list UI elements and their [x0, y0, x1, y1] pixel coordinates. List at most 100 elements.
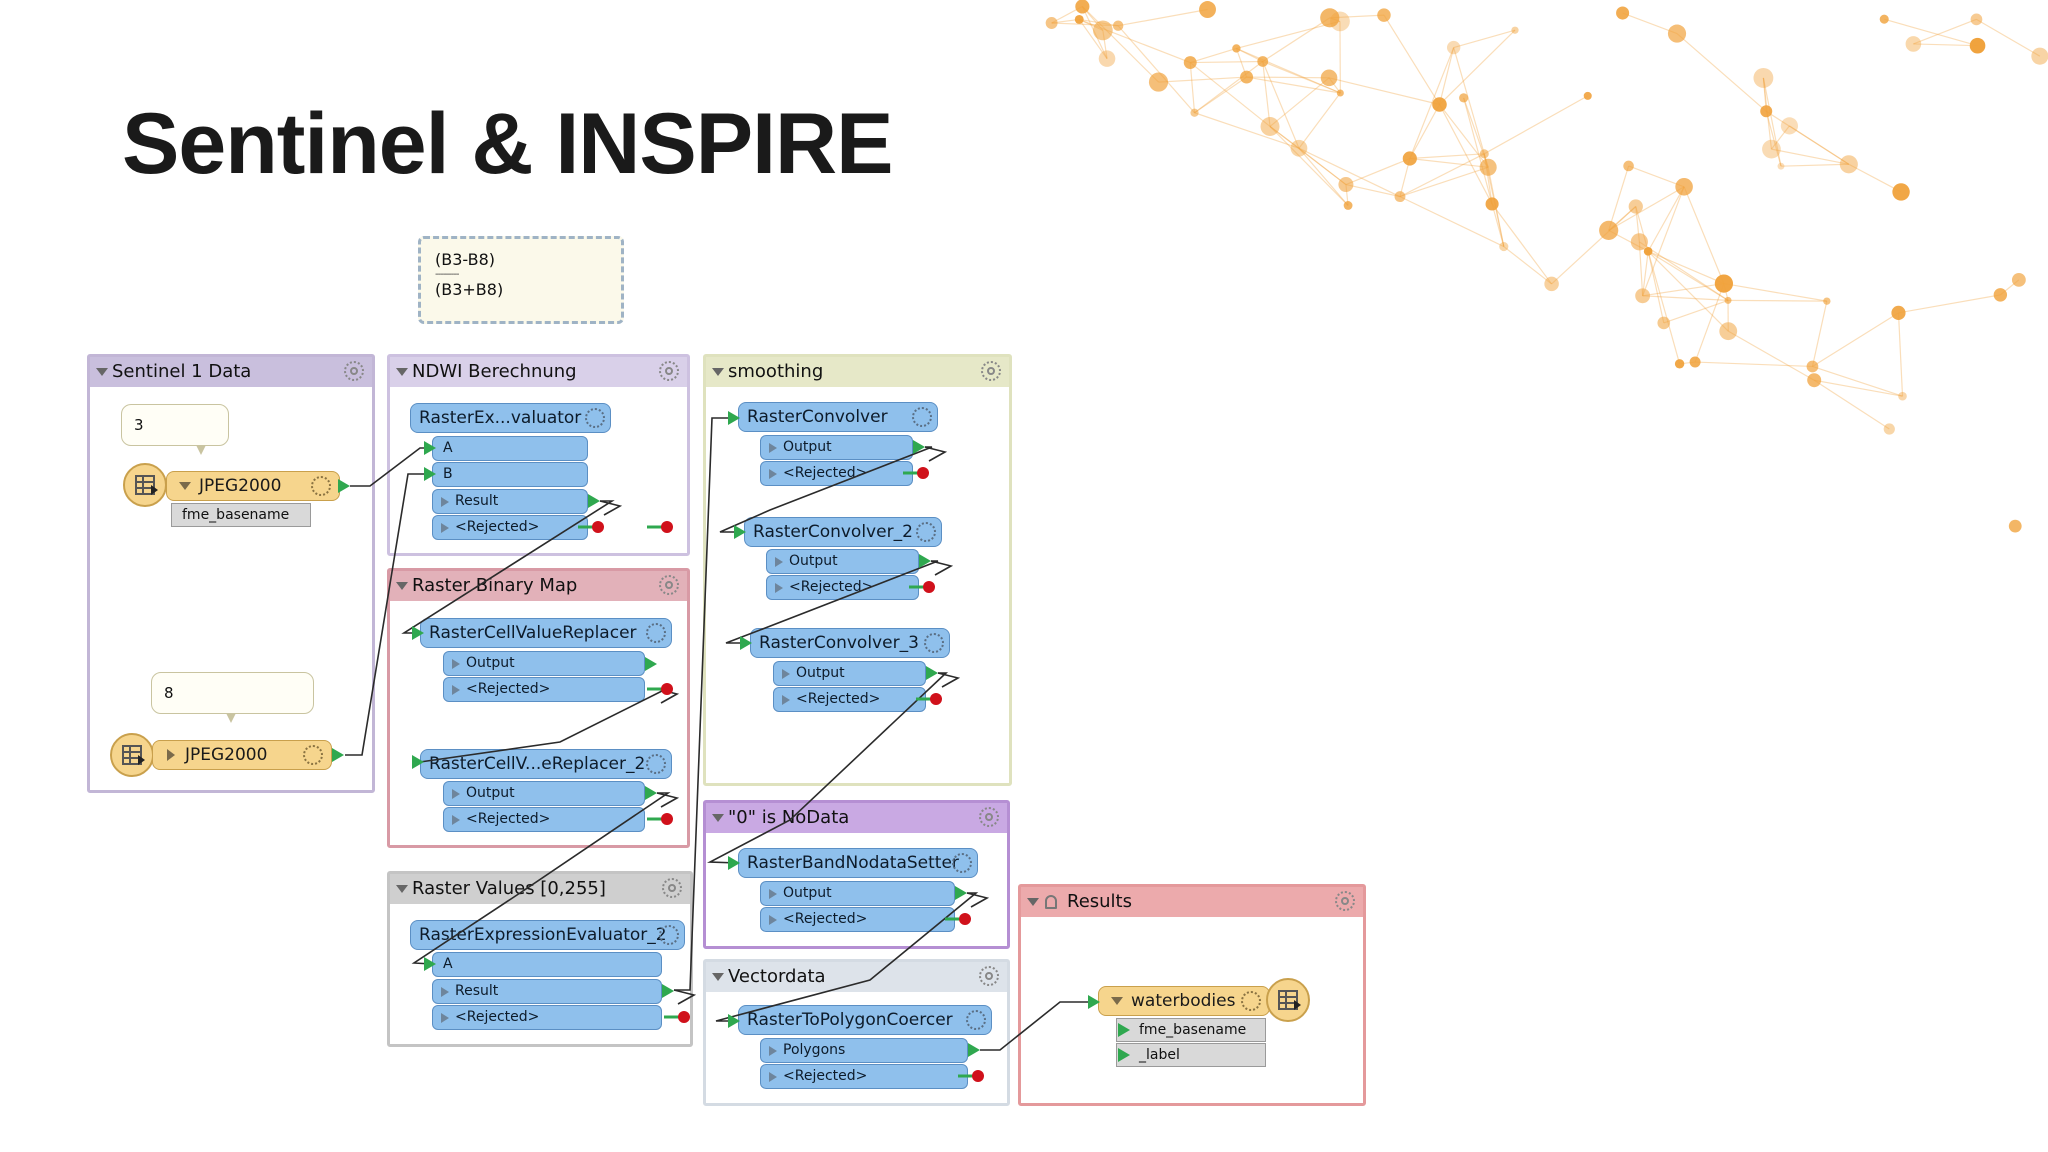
- network-link: [1246, 76, 1341, 94]
- gear-icon[interactable]: [916, 522, 936, 542]
- output-port-rejected[interactable]: <Rejected>: [443, 807, 645, 832]
- output-port-output[interactable]: Output: [443, 781, 645, 806]
- gear-icon[interactable]: [979, 966, 999, 986]
- gear-icon[interactable]: [659, 925, 679, 945]
- transformer-rastertopolygoncoercer[interactable]: RasterToPolygonCoercer: [738, 1005, 992, 1035]
- transformer-rastercellvaluereplacer-2[interactable]: RasterCellV...eReplacer_2: [420, 749, 672, 779]
- output-port-polygons[interactable]: Polygons: [760, 1038, 968, 1063]
- output-port-output[interactable]: Output: [760, 435, 913, 460]
- transformer-rasterconvolver-3[interactable]: RasterConvolver_3: [750, 628, 950, 658]
- port-label: <Rejected>: [783, 1068, 868, 1084]
- output-port-rejected[interactable]: <Rejected>: [760, 907, 955, 932]
- network-node: [1667, 24, 1687, 43]
- attribute-fme-basename[interactable]: fme_basename: [171, 503, 311, 527]
- network-node: [1183, 56, 1197, 70]
- output-port-rejected[interactable]: <Rejected>: [432, 1005, 662, 1030]
- output-port-output[interactable]: Output: [760, 881, 955, 906]
- input-port-a[interactable]: A: [432, 952, 662, 977]
- network-link: [1463, 97, 1493, 205]
- reader-jpeg2000[interactable]: JPEG2000: [166, 471, 340, 501]
- gear-icon[interactable]: [659, 361, 679, 381]
- transformer-label: RasterConvolver_2: [753, 522, 913, 542]
- input-port-b[interactable]: B: [432, 462, 588, 487]
- writer-waterbodies[interactable]: waterbodies: [1098, 986, 1270, 1016]
- gear-icon[interactable]: [952, 853, 972, 873]
- gear-icon[interactable]: [311, 476, 331, 496]
- collapse-triangle-icon[interactable]: [712, 368, 724, 376]
- network-link: [1269, 77, 1330, 127]
- gear-icon[interactable]: [303, 745, 323, 765]
- bookmark-header[interactable]: smoothing: [706, 357, 1009, 387]
- network-link: [1898, 294, 2001, 314]
- transformer-label: RasterCellV...eReplacer_2: [429, 754, 646, 774]
- collapse-triangle-icon[interactable]: [712, 973, 724, 981]
- attribute-label: _label: [1139, 1047, 1180, 1063]
- attribute-fme-basename[interactable]: fme_basename: [1116, 1018, 1266, 1042]
- transformer-rasterconvolver[interactable]: RasterConvolver: [738, 402, 938, 432]
- bookmark-header[interactable]: Sentinel 1 Data: [90, 357, 372, 387]
- gear-icon[interactable]: [966, 1010, 986, 1030]
- network-link: [1642, 295, 1729, 302]
- gear-icon[interactable]: [646, 754, 666, 774]
- transformer-rasterexpressionevaluator[interactable]: RasterEx...valuator: [410, 403, 611, 433]
- transformer-rasterbandnodatasetter[interactable]: RasterBandNodataSetter: [738, 848, 978, 878]
- output-port-output[interactable]: Output: [773, 661, 926, 686]
- output-port-rejected[interactable]: <Rejected>: [760, 461, 913, 486]
- gear-icon[interactable]: [1335, 891, 1355, 911]
- collapse-triangle-icon[interactable]: [712, 814, 724, 822]
- gear-icon[interactable]: [344, 361, 364, 381]
- collapse-triangle-icon[interactable]: [396, 885, 408, 893]
- collapse-triangle-icon[interactable]: [396, 368, 408, 376]
- port-label: Result: [455, 493, 499, 509]
- output-port-rejected[interactable]: <Rejected>: [432, 515, 588, 540]
- output-port-rejected[interactable]: <Rejected>: [766, 575, 919, 600]
- bookmark-header[interactable]: Raster Values [0,255]: [390, 874, 690, 904]
- gear-icon[interactable]: [924, 633, 944, 653]
- network-link: [1765, 110, 1850, 165]
- expand-triangle-icon[interactable]: [167, 749, 175, 761]
- gear-icon[interactable]: [979, 807, 999, 827]
- bookmark-results[interactable]: Results: [1018, 884, 1366, 1106]
- writer-table-icon[interactable]: [1266, 978, 1310, 1022]
- transformer-rastercellvaluereplacer[interactable]: RasterCellValueReplacer: [420, 618, 672, 648]
- gear-icon[interactable]: [585, 408, 605, 428]
- gear-icon[interactable]: [1241, 991, 1261, 1011]
- bookmark-header[interactable]: Raster Binary Map: [390, 571, 687, 601]
- bookmark-raster-binary-map[interactable]: Raster Binary Map: [387, 568, 690, 848]
- output-port-rejected[interactable]: <Rejected>: [773, 687, 926, 712]
- output-port-rejected[interactable]: <Rejected>: [760, 1064, 968, 1089]
- network-link: [1409, 157, 1489, 168]
- network-link: [1491, 203, 1553, 285]
- network-link: [1551, 206, 1637, 285]
- bookmark-header[interactable]: "0" is NoData: [706, 803, 1007, 833]
- input-port-a[interactable]: A: [432, 436, 588, 461]
- reader-table-icon[interactable]: [110, 733, 154, 777]
- port-triangle-icon: [441, 987, 449, 997]
- output-port-output[interactable]: Output: [443, 651, 645, 676]
- collapse-triangle-icon[interactable]: [179, 482, 191, 490]
- transformer-rasterconvolver-2[interactable]: RasterConvolver_2: [744, 517, 942, 547]
- network-link: [1269, 125, 1300, 149]
- output-port-result[interactable]: Result: [432, 979, 662, 1004]
- network-link: [1269, 125, 1347, 186]
- gear-icon[interactable]: [981, 361, 1001, 381]
- bookmark-header[interactable]: Results: [1021, 887, 1363, 917]
- bookmark-header[interactable]: NDWI Berechnung: [390, 357, 687, 387]
- gear-icon[interactable]: [646, 623, 666, 643]
- reader-table-icon[interactable]: [123, 463, 167, 507]
- output-port-result[interactable]: Result: [432, 489, 588, 514]
- transformer-rasterexpressionevaluator-2[interactable]: RasterExpressionEvaluator_2: [410, 920, 685, 950]
- collapse-triangle-icon[interactable]: [1111, 997, 1123, 1005]
- gear-icon[interactable]: [659, 575, 679, 595]
- port-label: <Rejected>: [466, 811, 551, 827]
- output-port-rejected[interactable]: <Rejected>: [443, 677, 645, 702]
- collapse-triangle-icon[interactable]: [396, 582, 408, 590]
- collapse-triangle-icon[interactable]: [1027, 898, 1039, 906]
- reader-jpeg2000-2[interactable]: JPEG2000: [152, 740, 332, 770]
- output-port-output[interactable]: Output: [766, 549, 919, 574]
- bookmark-header[interactable]: Vectordata: [706, 962, 1007, 992]
- gear-icon[interactable]: [912, 407, 932, 427]
- attribute-label[interactable]: _label: [1116, 1043, 1266, 1067]
- collapse-triangle-icon[interactable]: [96, 368, 108, 376]
- gear-icon[interactable]: [662, 878, 682, 898]
